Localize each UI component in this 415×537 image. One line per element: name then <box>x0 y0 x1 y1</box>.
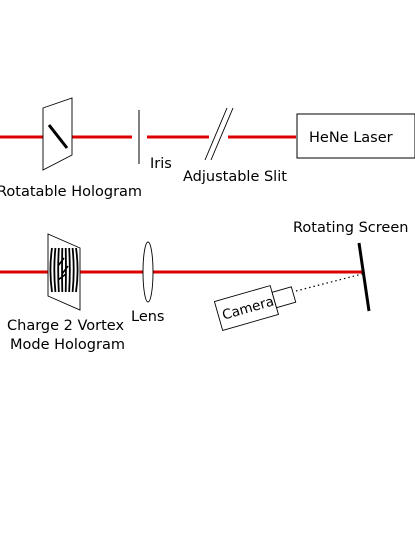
iris-label: Iris <box>150 156 172 172</box>
camera-line-of-sight <box>295 273 363 292</box>
hene-laser-box <box>296 113 415 159</box>
vortex-hologram-label-line2: Mode Hologram <box>10 337 125 353</box>
adjustable-slit-blade-1 <box>204 107 228 161</box>
adjustable-slit <box>204 107 234 161</box>
vortex-fringe <box>53 247 57 293</box>
adjustable-slit-label: Adjustable Slit <box>183 169 287 185</box>
vortex-hologram-label-line1: Charge 2 Vortex <box>7 318 124 334</box>
vortex-fringe <box>49 247 53 293</box>
adjustable-slit-blade-2 <box>210 107 234 161</box>
lens <box>142 241 154 303</box>
rotating-screen <box>357 242 371 312</box>
vortex-fringe <box>68 247 71 293</box>
vortex-fringe <box>57 247 60 293</box>
hene-laser-label: HeNe Laser <box>309 130 393 146</box>
vortex-fringe-fork <box>61 265 69 275</box>
vortex-fringe <box>75 247 79 293</box>
lens-label: Lens <box>131 309 165 325</box>
vortex-hologram-fringes <box>49 247 79 293</box>
rotating-screen-label: Rotating Screen <box>293 220 408 236</box>
vortex-fringe <box>71 247 75 293</box>
camera-lens <box>271 286 297 309</box>
vortex-fringe-fork <box>57 273 67 281</box>
rotatable-hologram-mark <box>47 124 69 149</box>
camera: Camera <box>213 285 297 332</box>
vortex-hologram <box>47 233 81 311</box>
vortex-fringe-fork <box>57 257 65 267</box>
rotatable-hologram-label: Rotatable Hologram <box>0 184 142 200</box>
rotatable-hologram <box>42 97 73 171</box>
